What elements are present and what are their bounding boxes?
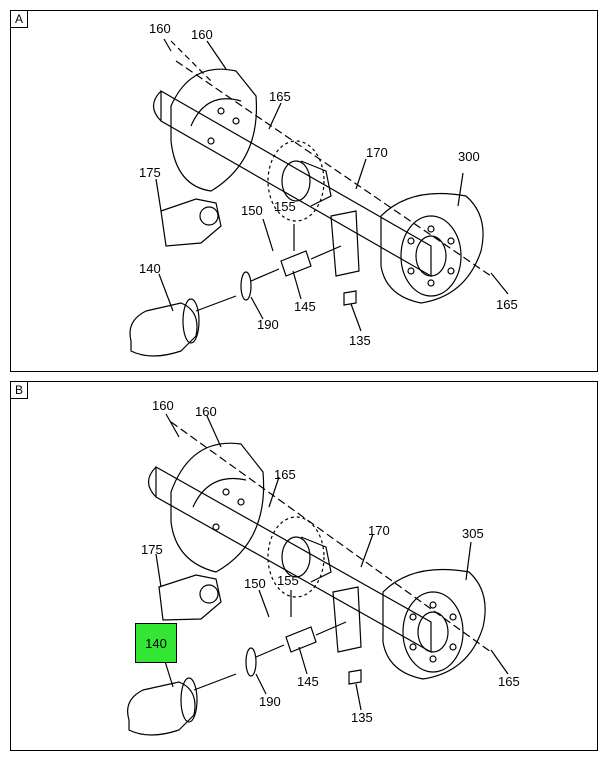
actuator-175 [158, 574, 222, 621]
callout-190: 190 [259, 694, 281, 709]
callout-300: 300 [458, 149, 480, 164]
axle-exploded-drawing: 160 160 165 170 300 175 150 155 140 145 … [129, 21, 518, 357]
brake-shoe-right [380, 193, 484, 304]
axle-housing [155, 465, 432, 654]
callout-150: 150 [244, 576, 266, 591]
bolt-135 [343, 290, 357, 306]
washer-190 [245, 647, 257, 677]
callout-150: 150 [241, 203, 263, 218]
axle-exploded-drawing: 160 160 165 170 305 175 150 155 145 190 … [127, 398, 520, 736]
callout-175: 175 [141, 542, 163, 557]
callout-155: 155 [277, 573, 299, 588]
callout-160-b: 160 [191, 27, 213, 42]
panel-tag: B [10, 381, 28, 399]
callout-135: 135 [351, 710, 373, 725]
bolt-135 [348, 669, 362, 685]
panel-b: B [10, 381, 598, 751]
callout-190: 190 [257, 317, 279, 332]
axle-end [152, 90, 162, 122]
callout-160-a: 160 [152, 398, 174, 413]
rotor-left [267, 516, 325, 598]
washer-190 [240, 271, 252, 301]
callout-165-a: 165 [274, 467, 296, 482]
callout-165-b: 165 [496, 297, 518, 312]
backing-plate-left [170, 442, 265, 573]
hub-right [402, 591, 464, 673]
panel-a: A [10, 10, 598, 372]
callout-165-a: 165 [269, 89, 291, 104]
bracket [332, 586, 362, 653]
actuator-175 [160, 198, 222, 247]
brake-chamber-140 [127, 681, 196, 736]
callout-135: 135 [349, 333, 371, 348]
callout-305: 305 [462, 526, 484, 541]
panel-tag: A [10, 10, 28, 28]
callout-155: 155 [274, 199, 296, 214]
callout-145: 145 [294, 299, 316, 314]
backing-plate-left [170, 68, 258, 192]
rotor-left [267, 140, 325, 222]
brake-shoe-right [382, 569, 486, 680]
callout-175: 175 [139, 165, 161, 180]
callout-170: 170 [368, 523, 390, 538]
callout-140: 140 [139, 261, 161, 276]
callout-160-a: 160 [149, 21, 171, 36]
callout-140-highlighted[interactable]: 140 [135, 623, 177, 663]
callout-170: 170 [366, 145, 388, 160]
link-145 [285, 626, 317, 653]
hub-right [400, 215, 462, 297]
callout-145: 145 [297, 674, 319, 689]
callout-165-b: 165 [498, 674, 520, 689]
bracket [330, 210, 360, 277]
link-145 [280, 250, 312, 277]
axle-housing [160, 89, 432, 278]
callout-160-b: 160 [195, 404, 217, 419]
brake-chamber-140 [129, 302, 198, 357]
